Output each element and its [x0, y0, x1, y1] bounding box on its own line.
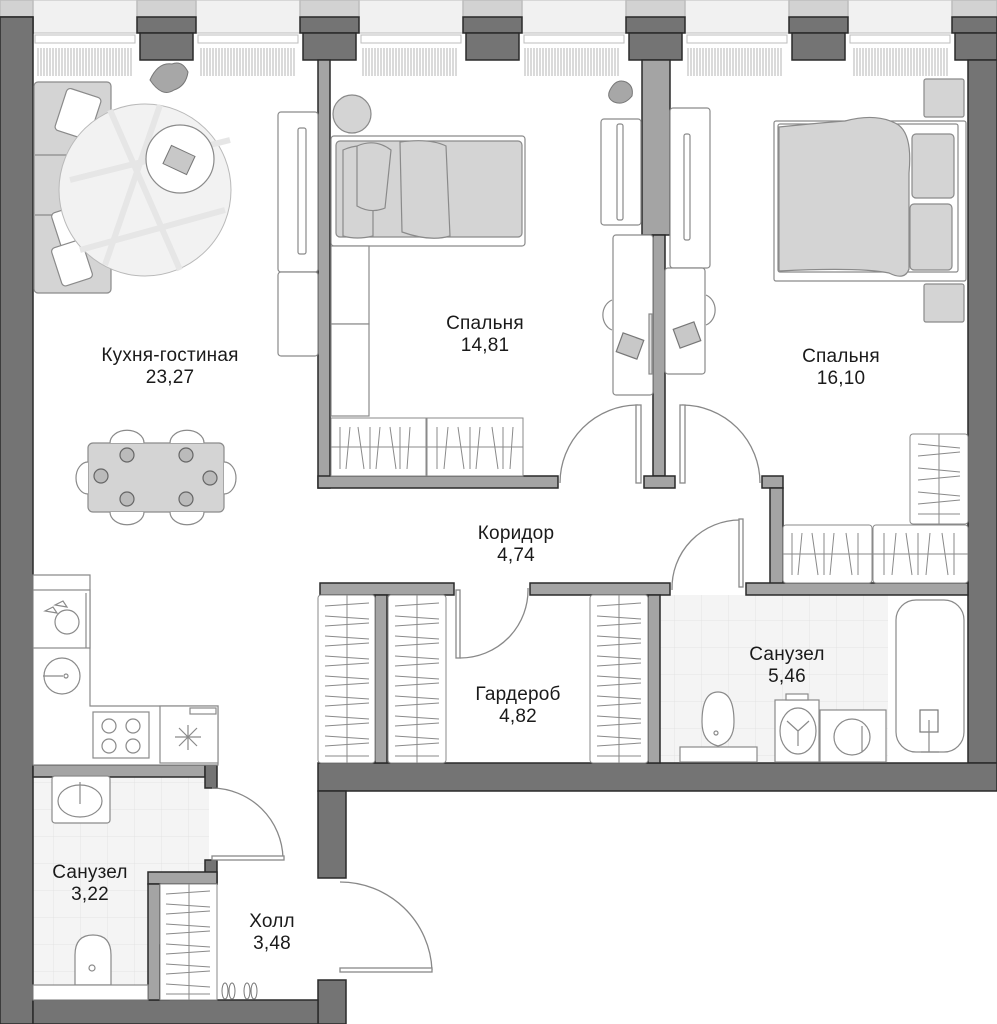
room-area: 23,27: [145, 367, 195, 388]
room-name: Кухня-гостиная: [101, 345, 239, 366]
rug: [58, 103, 232, 277]
room-label-hall: Холл 3,48: [249, 911, 295, 955]
room-area: 14,81: [460, 335, 510, 356]
kitchen-counter: [32, 574, 219, 766]
room-label-bedroom-1: Спальня 14,81: [446, 313, 524, 357]
room-label-corridor: Коридор 4,74: [478, 523, 554, 567]
room-name: Спальня: [446, 313, 524, 334]
hall-wardrobe: [159, 883, 218, 1001]
wardrobe-bedroom-1: [330, 417, 524, 477]
room-area: 16,10: [816, 368, 866, 389]
wardrobe-dressing-room: [317, 594, 649, 764]
room-area: 4,82: [499, 706, 537, 727]
dining-table: [75, 429, 237, 526]
desks: [602, 234, 716, 396]
room-name: Коридор: [477, 523, 555, 544]
room-area: 5,46: [768, 666, 806, 687]
room-name: Холл: [249, 911, 295, 932]
room-area: 3,48: [253, 933, 291, 954]
wardrobe-bedroom-2: [782, 433, 969, 584]
room-label-bathroom-1: Санузел 5,46: [749, 644, 824, 688]
room-label-bedroom-2: Спальня 16,10: [802, 346, 880, 390]
tv-units: [277, 107, 711, 357]
room-area: 3,22: [71, 884, 109, 905]
room-label-wardrobe: Гардероб 4,82: [475, 684, 560, 728]
inner-walls: [32, 59, 969, 1001]
room-name: Спальня: [802, 346, 880, 367]
room-name: Санузел: [52, 862, 128, 883]
windows: [32, 0, 953, 44]
plant: [149, 62, 633, 104]
room-name: Гардероб: [475, 684, 561, 705]
room-name: Санузел: [749, 644, 825, 665]
bed-single: [330, 94, 526, 417]
bed-double: [773, 78, 967, 323]
shoes: [221, 982, 258, 1000]
room-label-bathroom-2: Санузел 3,22: [52, 862, 127, 906]
bathroom-2-fixtures: [32, 775, 149, 1001]
radiators: [37, 47, 948, 77]
room-area: 4,74: [497, 545, 535, 566]
room-label-kitchen-living: Кухня-гостиная 23,27: [101, 345, 238, 389]
bathroom-1-fixtures: [679, 599, 965, 763]
doors: [211, 404, 761, 973]
